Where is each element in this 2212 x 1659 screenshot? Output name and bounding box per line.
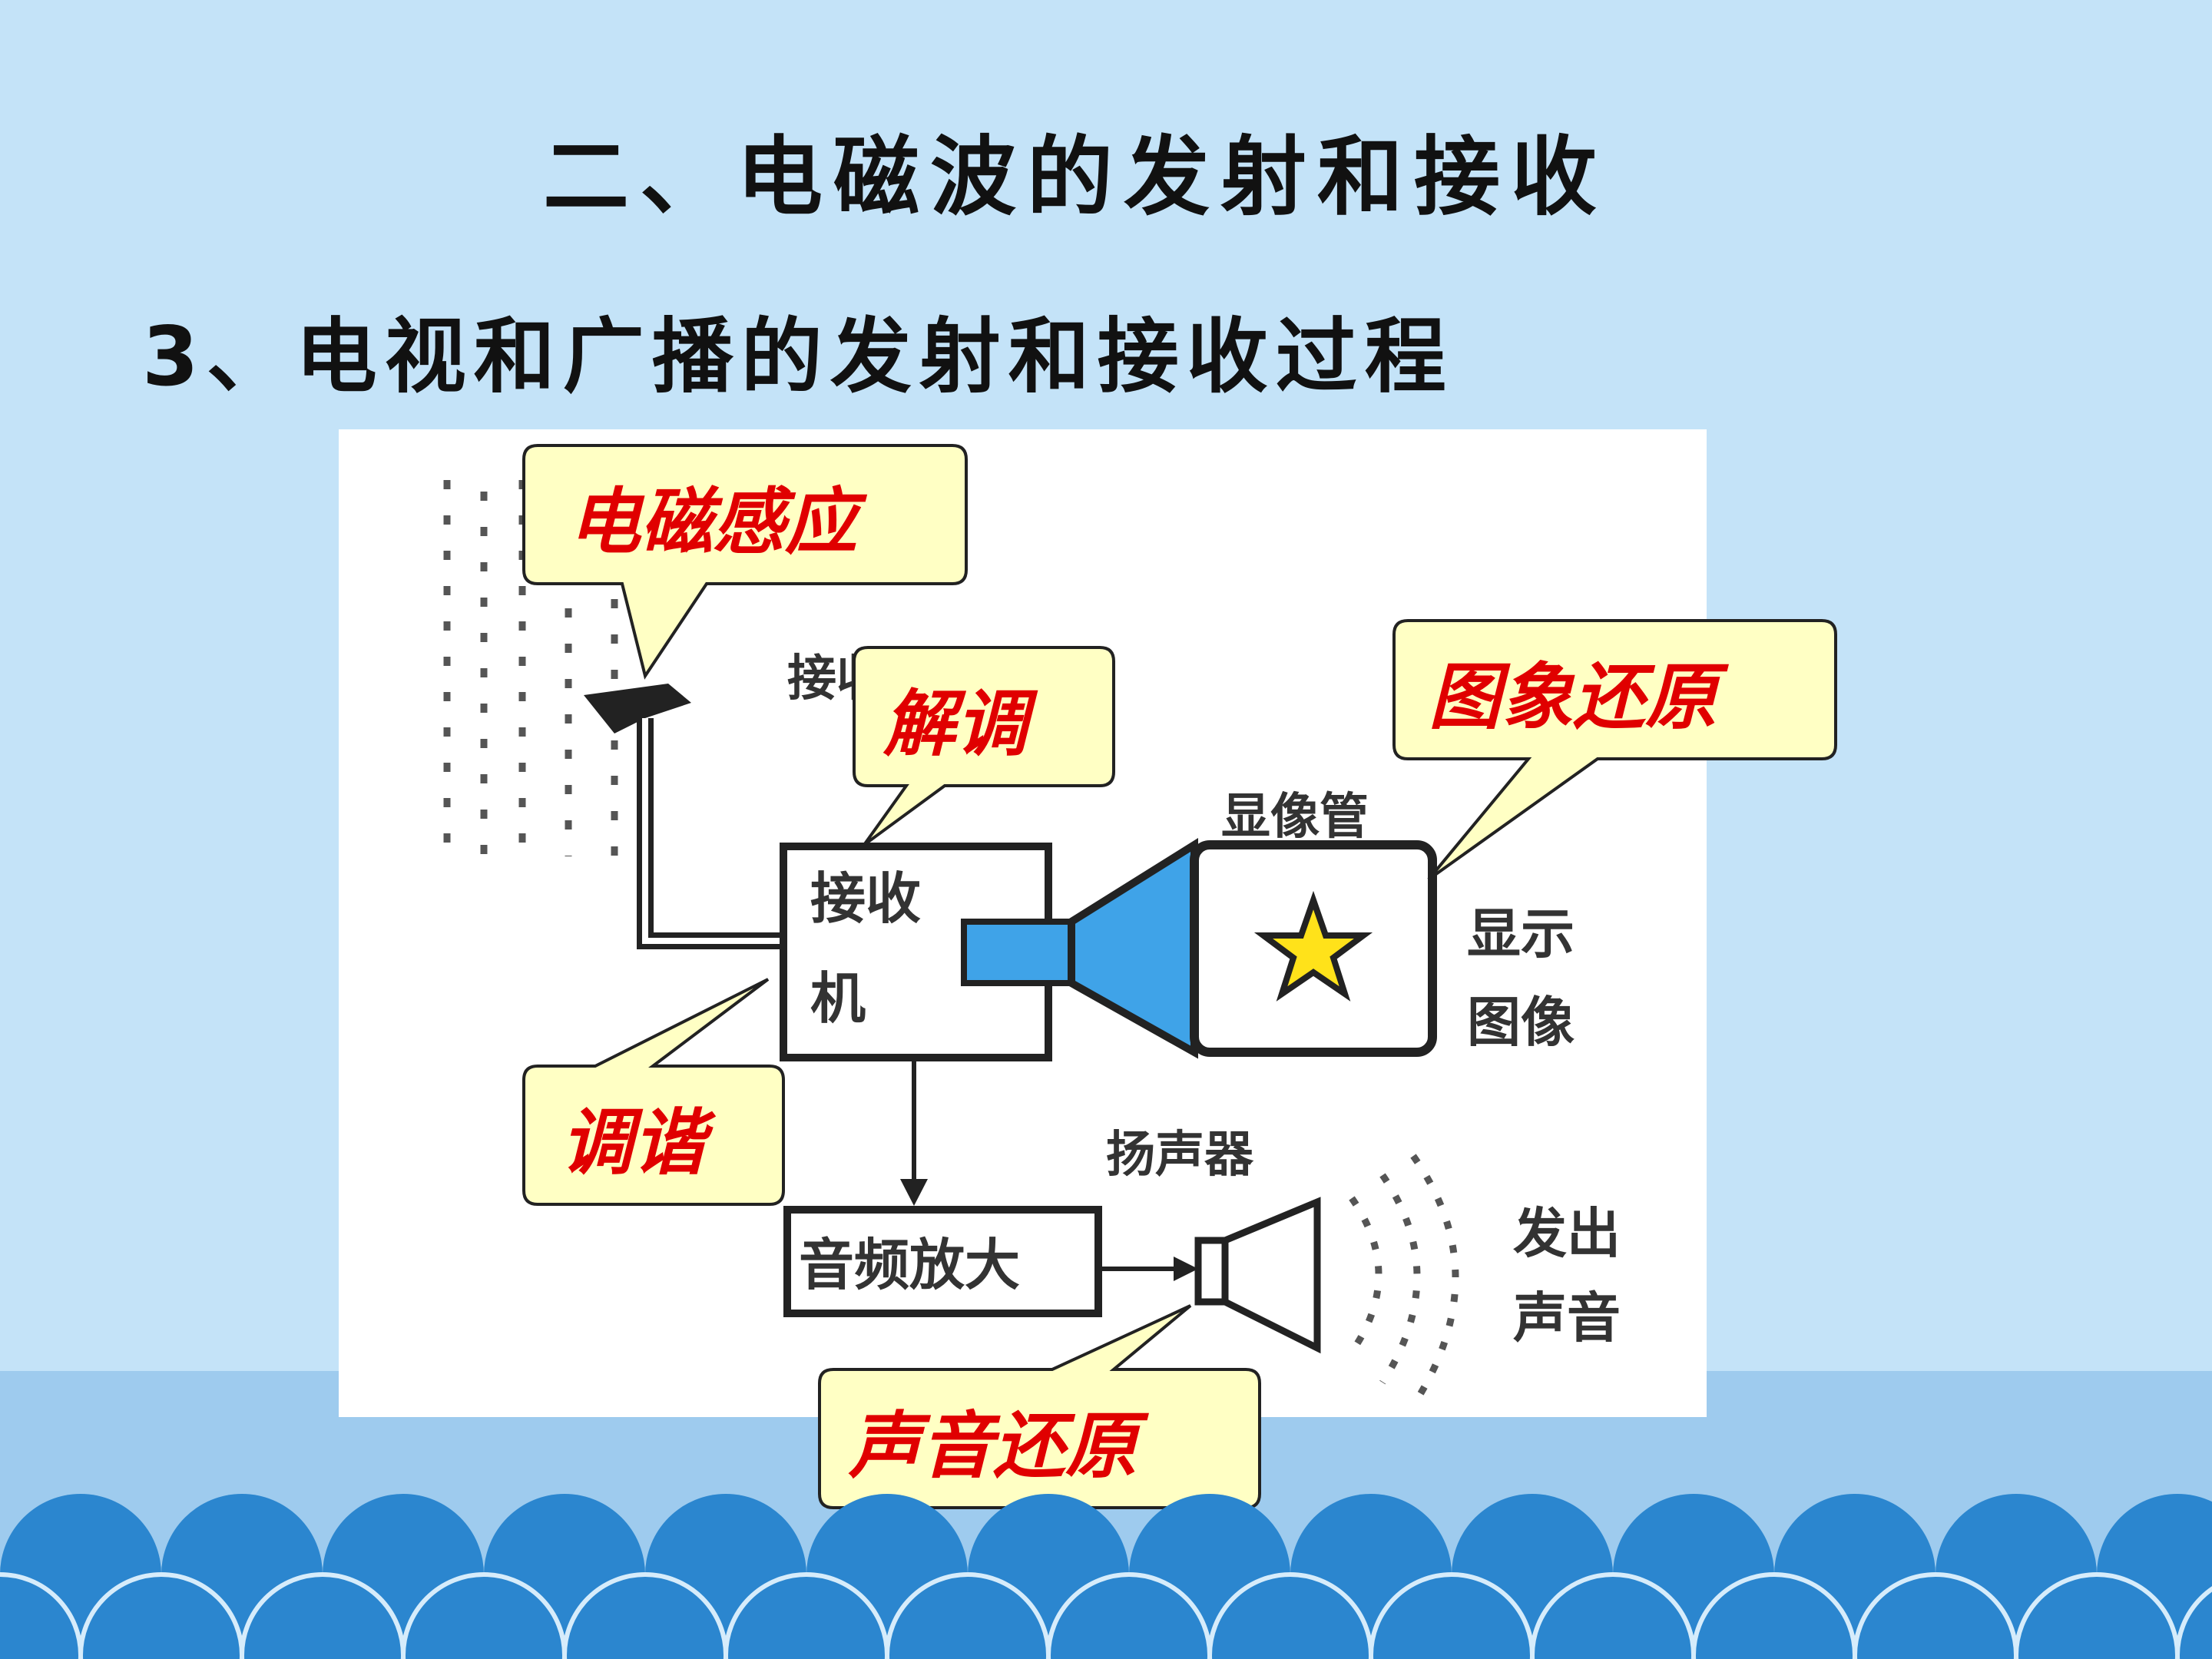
star-icon: [1253, 890, 1373, 1002]
callout-image-restore: 图象还原: [1392, 619, 1837, 881]
callout-sound-restore-text: 声音还原: [848, 1404, 1149, 1488]
slide-title: 二、电磁波的发射和接收: [543, 127, 1608, 227]
sound-waves: [1349, 1154, 1459, 1408]
callout-induction: 电磁感应: [522, 444, 968, 680]
receiver-label-2: 机: [810, 966, 866, 1031]
antenna-icon: [584, 684, 691, 733]
slide-subtitle: 3、电视和广播的发射和接收过程: [142, 310, 1454, 404]
callout-tuning: 调谐: [522, 978, 785, 1206]
speaker-label: 扬声器: [1106, 1127, 1254, 1184]
antenna-cable: [637, 718, 787, 949]
sound-out-label-1: 发出: [1513, 1202, 1621, 1265]
wave-scallop: [2175, 1586, 2212, 1659]
picture-tube-label: 显像管: [1221, 789, 1369, 846]
wave-decoration: [0, 1494, 2212, 1659]
picture-tube: [961, 837, 1437, 1059]
sound-out-label-2: 声音: [1513, 1286, 1621, 1349]
callout-sound-restore: 声音还原: [818, 1304, 1261, 1509]
radio-waves: [443, 480, 618, 856]
display-image-label-1: 显示: [1467, 902, 1575, 965]
audio-amp-label: 音频放大: [799, 1233, 1020, 1297]
speaker-icon: [1194, 1197, 1321, 1354]
callout-demodulation: 解调: [853, 646, 1115, 846]
callout-image-restore-text: 图象还原: [1429, 655, 1729, 740]
callout-induction-text: 电磁感应: [568, 480, 868, 565]
wave-row-bottom: [0, 1572, 2212, 1659]
arrow-right-icon: [1174, 1257, 1198, 1281]
display-image-label-2: 图像: [1467, 991, 1575, 1054]
callout-tuning-text: 调谐: [561, 1101, 717, 1185]
callout-demodulation-text: 解调: [882, 682, 1038, 767]
receiver-label-1: 接收: [810, 866, 921, 931]
arrow-down-icon: [900, 1179, 928, 1206]
audio-amp-box: [783, 1206, 1102, 1317]
